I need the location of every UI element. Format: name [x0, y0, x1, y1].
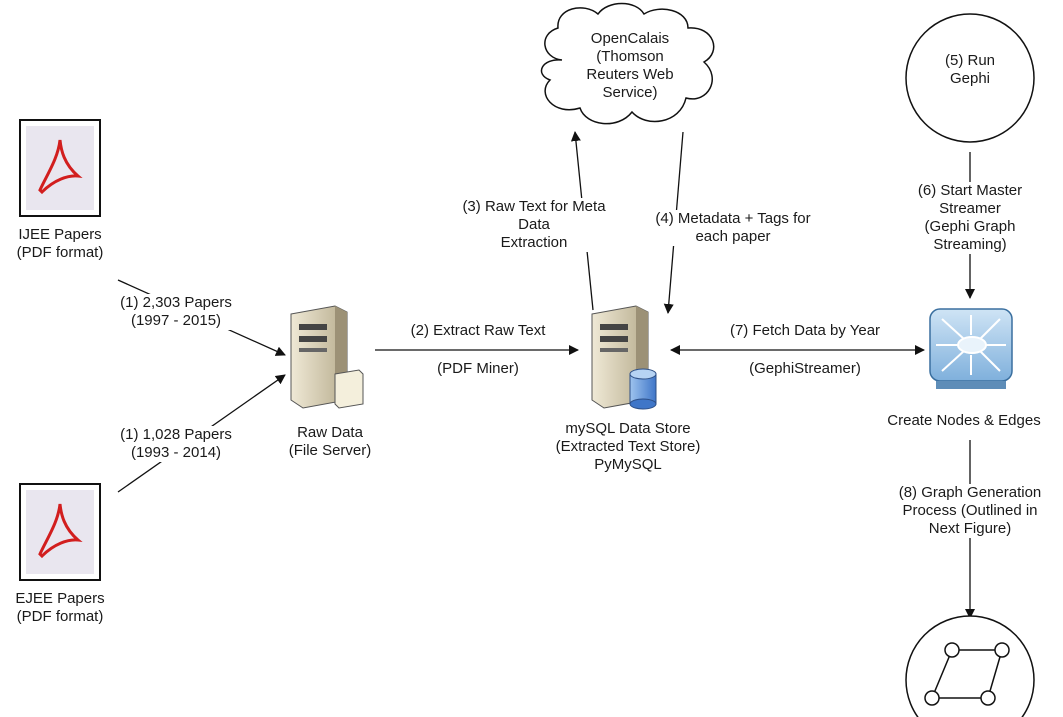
- pdf-miner-label: (PDF Miner): [437, 360, 519, 377]
- pdf-document-icon: [19, 483, 101, 581]
- extract-step-label: (2) Extract Raw Text: [410, 322, 546, 339]
- ejee-count-label: (1) 1,028 Papers(1993 - 2014): [104, 426, 248, 462]
- fetch-step-label: (7) Fetch Data by Year: [729, 322, 881, 339]
- file-server-icon: [290, 305, 364, 409]
- ijee-papers-label: IJEE Papers(PDF format): [16, 226, 104, 261]
- raw-data-label: Raw Data(File Server): [288, 424, 372, 459]
- streaming-hub-icon: [929, 308, 1013, 389]
- graph-output-circle: [905, 615, 1035, 717]
- database-server-icon: [591, 305, 657, 410]
- mysql-store-label: mySQL Data Store(Extracted Text Store)Py…: [555, 420, 701, 473]
- ejee-papers-label: EJEE Papers(PDF format): [15, 590, 105, 625]
- gephi-process-circle: [905, 13, 1035, 143]
- gephistreamer-label: (GephiStreamer): [749, 360, 861, 377]
- pdf-document-icon: [19, 119, 101, 217]
- create-nodes-edges-label: Create Nodes & Edges: [887, 412, 1041, 429]
- ijee-count-label: (1) 2,303 Papers(1997 - 2015): [104, 294, 248, 330]
- cloud-service-icon: [540, 2, 715, 125]
